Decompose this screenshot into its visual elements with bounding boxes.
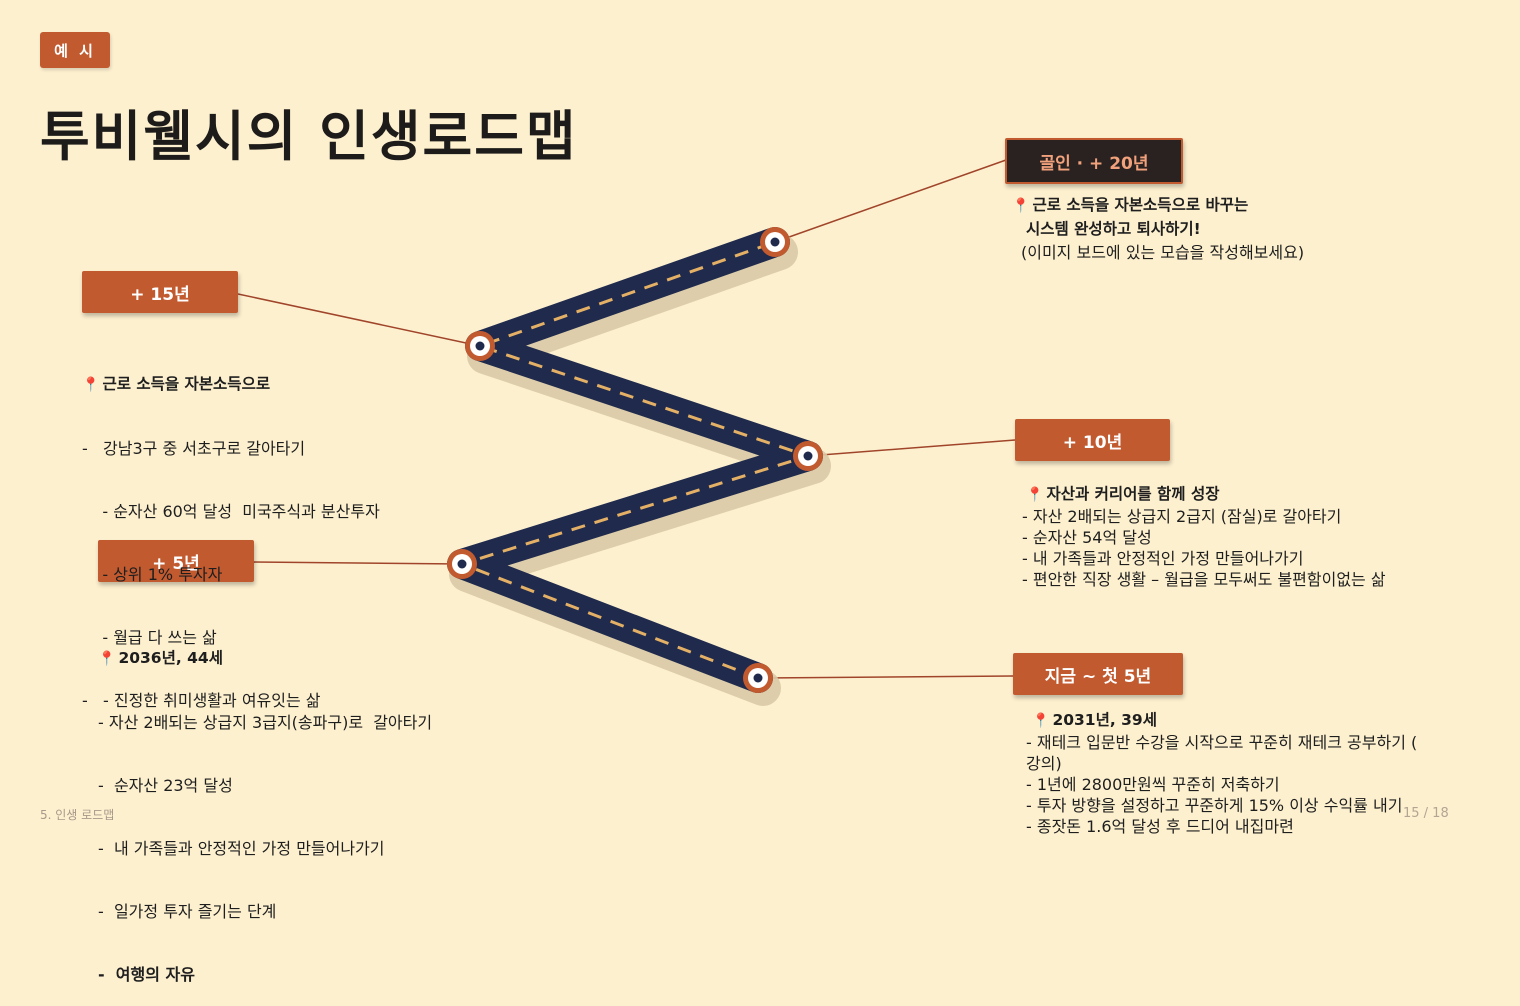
footer-section-label: 5. 인생 로드맵 — [40, 808, 115, 822]
milestone-10-head: 📍자산과 커리어를 함께 성장 — [1026, 485, 1220, 503]
page-number: 15 / 18 — [1403, 806, 1449, 821]
label-5: + 5년 — [98, 540, 254, 582]
milestone-5-line: - 순자산 23억 달성 — [98, 776, 233, 795]
connector-lines — [237, 159, 1016, 679]
map-pin-icon: 📍 — [1026, 487, 1044, 503]
connector-10 — [807, 439, 1016, 457]
connector-20 — [774, 159, 1007, 243]
milestone-15-line: - - 진정한 취미생활과 여유잇는 삶 — [82, 691, 321, 710]
road-graphic — [237, 159, 1016, 706]
milestone-20-text: 📍근로 소득을 자본소득으로 바꾸는 시스템 완성하고 퇴사하기! (이미지 보… — [1012, 194, 1304, 264]
waypoint-10 — [793, 441, 823, 471]
label-15: + 15년 — [82, 271, 238, 313]
milestone-10-text: 📍자산과 커리어를 함께 성장 - 자산 2배되는 상급지 2급지 (잠실)로 … — [1022, 484, 1386, 590]
milestone-now-line: 강의) — [1026, 754, 1062, 773]
milestone-5-head: 📍2036년, 44세 — [98, 649, 223, 667]
milestone-now-text: 📍2031년, 39세 - 재테크 입문반 수강을 시작으로 꾸준히 재테크 공… — [1026, 710, 1417, 837]
label-10: + 10년 — [1015, 419, 1170, 461]
map-pin-icon: 📍 — [1032, 713, 1050, 729]
milestone-now-line: - 투자 방향을 설정하고 꾸준하게 15% 이상 수익률 내기 — [1026, 796, 1403, 815]
label-now: 지금 ~ 첫 5년 — [1013, 653, 1183, 695]
milestone-15-line: - 상위 1% 투자자 — [82, 565, 223, 584]
milestone-now-line: - 재테크 입문반 수강을 시작으로 꾸준히 재테크 공부하기 ( — [1026, 733, 1418, 752]
milestone-now-head: 📍2031년, 39세 — [1032, 711, 1157, 729]
milestone-now-line: - 1년에 2800만원씩 꾸준히 저축하기 — [1026, 775, 1280, 794]
milestone-5-line: - 자산 2배되는 상급지 3급지(송파구)로 갈아타기 — [98, 713, 433, 732]
milestone-10-line: - 순자산 54억 달성 — [1022, 528, 1152, 547]
milestone-5-line: - 내 가족들과 안정적인 가정 만들어나가기 — [98, 839, 385, 858]
waypoint-20 — [760, 227, 790, 257]
connector-15 — [237, 293, 481, 347]
milestone-20-line: 시스템 완성하고 퇴사하기! — [1026, 220, 1201, 238]
map-pin-icon: 📍 — [1012, 198, 1030, 214]
milestone-15-head: 📍근로 소득을 자본소득으로 — [82, 375, 271, 393]
waypoints — [447, 227, 823, 693]
milestone-10-line: - 내 가족들과 안정적인 가정 만들어나가기 — [1022, 549, 1304, 568]
milestone-15-text: 📍근로 소득을 자본소득으로 - 강남3구 중 서초구로 갈아타기 - 순자산 … — [82, 332, 380, 732]
milestone-now-line: - 종잣돈 1.6억 달성 후 드디어 내집마련 — [1026, 817, 1294, 836]
milestone-5-text: 📍2036년, 44세 - 자산 2배되는 상급지 3급지(송파구)로 갈아타기… — [98, 606, 432, 1006]
milestone-20-line: (이미지 보드에 있는 모습을 작성해보세요) — [1021, 243, 1305, 262]
waypoint-5 — [447, 549, 477, 579]
label-goal-20: 골인 · + 20년 — [1005, 138, 1183, 184]
example-badge: 예 시 — [40, 32, 110, 68]
milestone-10-line: - 편안한 직장 생활 – 월급을 모두써도 불편함이없는 삶 — [1022, 570, 1386, 589]
waypoint-15 — [465, 331, 495, 361]
milestone-20-head: 📍근로 소득을 자본소득으로 바꾸는 — [1012, 196, 1249, 214]
milestone-15-line: - 강남3구 중 서초구로 갈아타기 — [82, 439, 306, 458]
connector-0 — [757, 675, 1014, 679]
waypoint-0 — [743, 663, 773, 693]
map-pin-icon: 📍 — [82, 377, 100, 393]
milestone-5-line: - 여행의 자유 — [98, 965, 195, 984]
milestone-5-line: - 일가정 투자 즐기는 단계 — [98, 902, 277, 921]
milestone-15-line: - 순자산 60억 달성 미국주식과 분산투자 — [82, 502, 380, 521]
map-pin-icon: 📍 — [98, 651, 116, 667]
page-title: 투비웰시의 인생로드맵 — [40, 105, 578, 168]
milestone-15-line: - 월급 다 쓰는 삶 — [82, 628, 217, 647]
connector-5 — [253, 561, 463, 565]
milestone-10-line: - 자산 2배되는 상급지 2급지 (잠실)로 갈아타기 — [1022, 507, 1342, 526]
